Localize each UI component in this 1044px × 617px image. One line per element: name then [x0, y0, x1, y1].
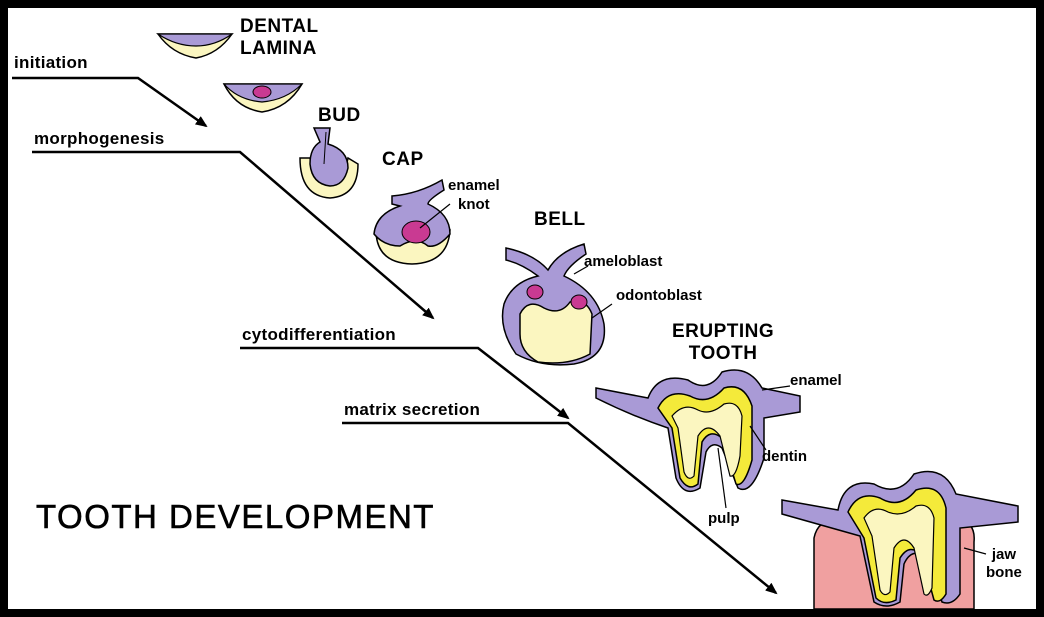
stage-label-erupting-tooth: ERUPTING TOOTH: [672, 321, 774, 365]
morphogenesis-arrow: [32, 152, 433, 318]
enamel-knot-line1: enamel: [448, 176, 500, 195]
dental-lamina-shape: [158, 34, 232, 58]
phase-label-morphogenesis: morphogenesis: [34, 130, 164, 147]
part-label-dentin: dentin: [762, 449, 807, 464]
stage-label-bud: BUD: [318, 106, 361, 125]
part-label-enamel: enamel: [790, 373, 842, 388]
cap-shape: [374, 180, 450, 264]
phase-label-matrix-secretion: matrix secretion: [344, 401, 480, 418]
bone-label-line2: bone: [986, 564, 1022, 582]
diagram-title: TOOTH DEVELOPMENT: [36, 500, 435, 533]
tooth-label-line2: TOOTH: [672, 343, 774, 365]
jaw-label-line1: jaw: [986, 546, 1022, 564]
part-label-odontoblast: odontoblast: [616, 288, 702, 303]
mature-tooth-shape: [782, 472, 1018, 610]
part-label-jaw-bone: jaw bone: [986, 546, 1022, 582]
stage-label-bell: BELL: [534, 210, 586, 229]
dental-label-line1: DENTAL: [240, 16, 319, 38]
erupting-label-line1: ERUPTING: [672, 321, 774, 343]
part-label-ameloblast: ameloblast: [584, 254, 662, 269]
initiation-arrow: [12, 78, 206, 126]
lamina-label-line2: LAMINA: [240, 38, 319, 60]
diagram-canvas: DENTAL LAMINA BUD CAP BELL ERUPTING TOOT…: [8, 8, 1036, 609]
dental-lamina-knot-shape: [224, 84, 302, 112]
phase-label-cytodifferentiation: cytodifferentiation: [242, 326, 396, 343]
stage-label-cap: CAP: [382, 150, 424, 169]
part-label-enamel-knot: enamel knot: [448, 176, 500, 214]
part-label-pulp: pulp: [708, 511, 740, 526]
enamel-knot-line2: knot: [448, 195, 500, 214]
bud-shape: [300, 128, 358, 198]
phase-label-initiation: initiation: [14, 54, 88, 71]
stage-label-dental-lamina: DENTAL LAMINA: [240, 16, 319, 60]
erupting-tooth-shape: [596, 370, 800, 508]
